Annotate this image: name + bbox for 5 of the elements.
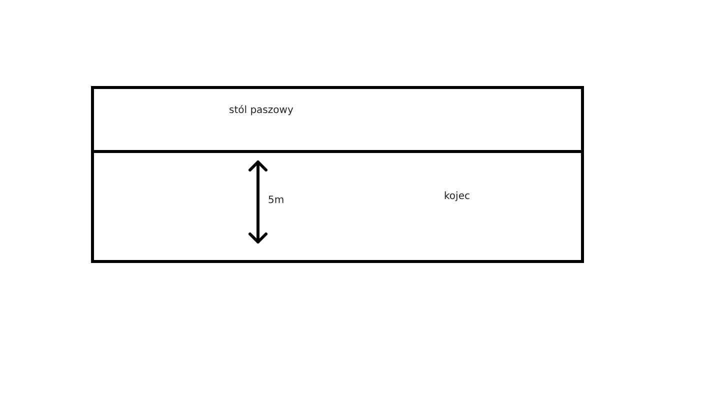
area-rectangle [91,86,584,153]
dimension-label: 5m [268,195,284,206]
area-label: stól paszowy [229,105,294,116]
area-rectangle [91,150,584,263]
area-label: kojec [444,191,470,202]
